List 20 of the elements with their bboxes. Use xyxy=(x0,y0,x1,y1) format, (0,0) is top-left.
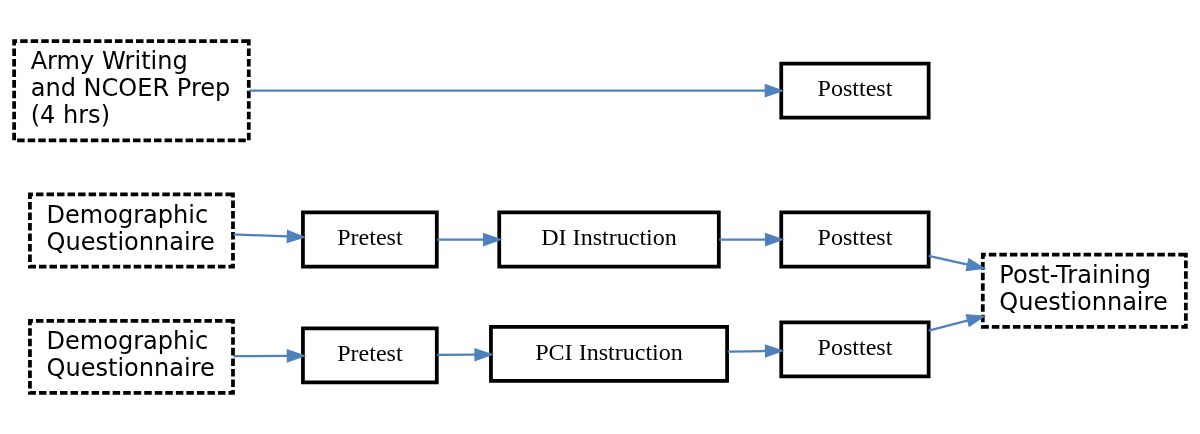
node-box: Army Writing and NCOER Prep (4 hrs) xyxy=(12,39,251,143)
arrow xyxy=(928,314,987,332)
arrow xyxy=(249,83,785,98)
node-box: Posttest xyxy=(779,61,931,120)
node-box: Pretest xyxy=(301,326,439,385)
node-box: DI Instruction xyxy=(497,210,721,269)
arrow xyxy=(727,344,785,358)
arrow xyxy=(719,232,785,247)
arrow xyxy=(928,254,987,272)
node-box: PCI Instruction xyxy=(489,324,729,383)
arrow xyxy=(437,232,503,247)
arrow xyxy=(233,229,307,244)
arrow xyxy=(233,349,307,363)
node-box: Post-Training Questionnaire xyxy=(980,252,1188,329)
node-box: Demographic Questionnaire xyxy=(28,192,235,269)
node-box: Posttest xyxy=(779,210,931,269)
node-box: Posttest xyxy=(779,320,931,379)
arrow xyxy=(437,347,494,362)
node-box: Demographic Questionnaire xyxy=(28,318,235,395)
node-box: Pretest xyxy=(301,210,439,269)
